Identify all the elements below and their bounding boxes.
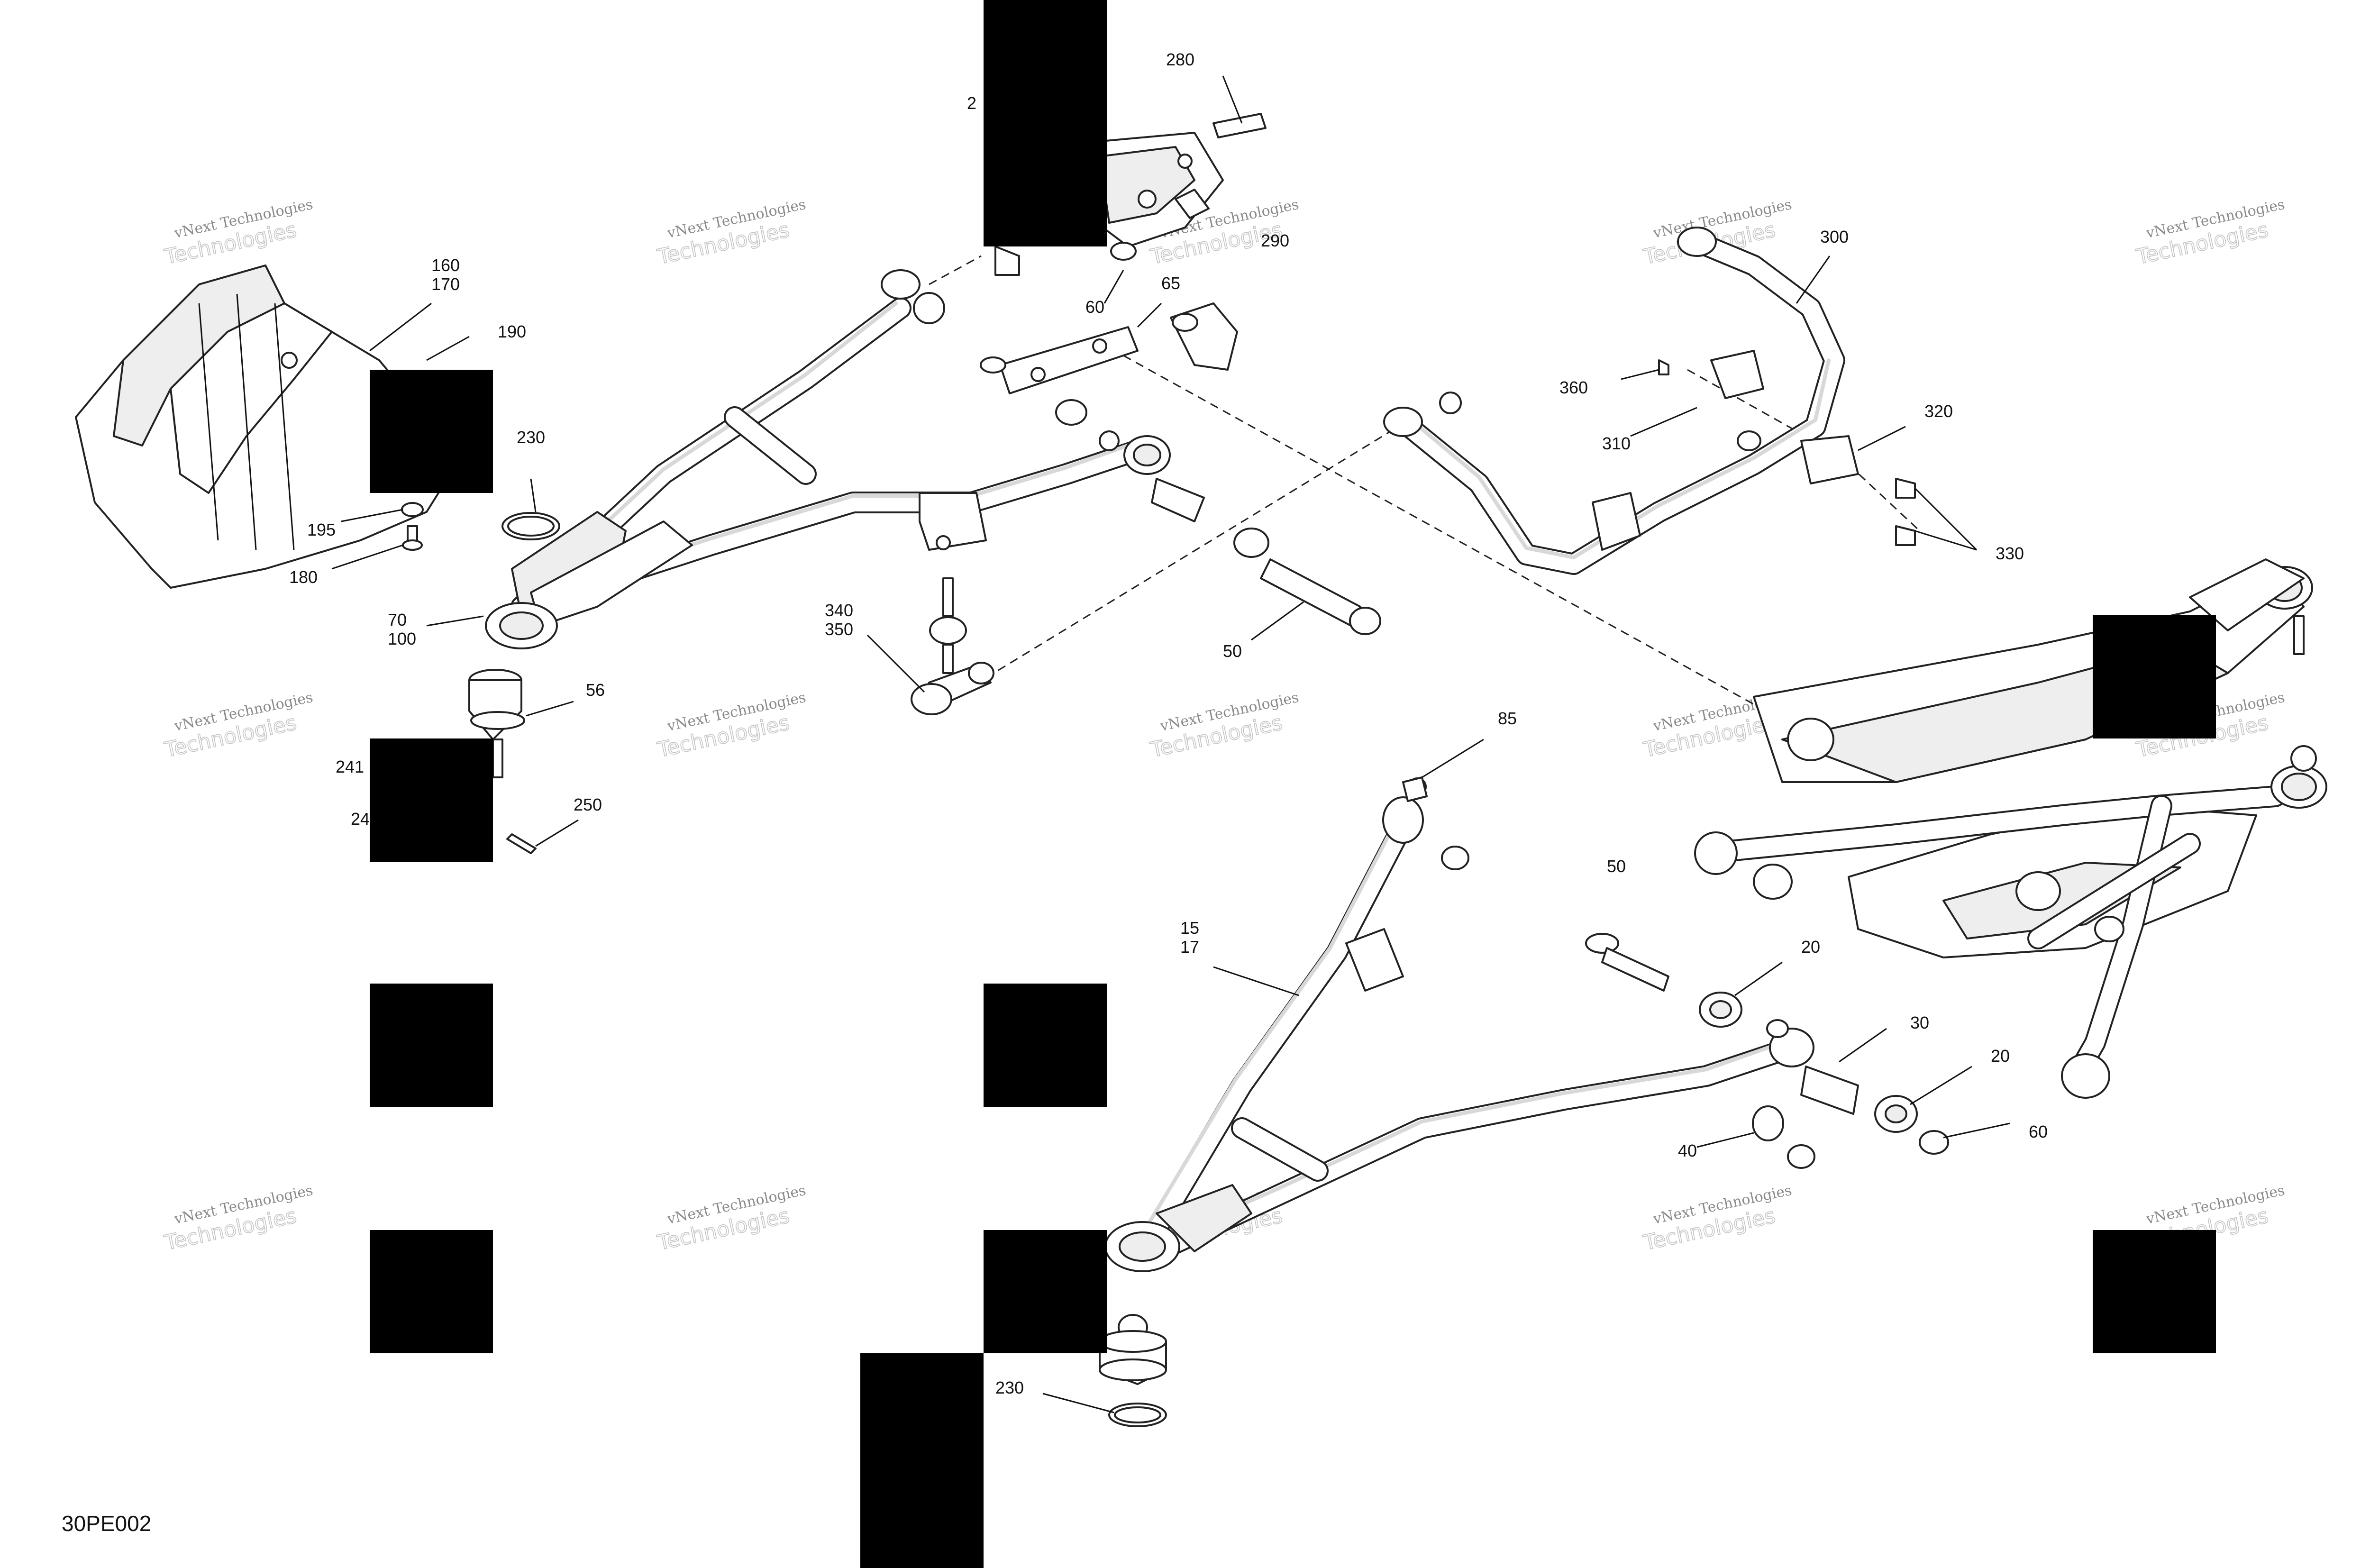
cotter-pin xyxy=(506,833,537,854)
callout-50-bottom: 50 xyxy=(1607,857,1626,876)
callout-24: 24 xyxy=(351,809,370,829)
callout-330: 330 xyxy=(1996,544,2024,563)
callout-60-top: 60 xyxy=(1085,297,1104,317)
callout-56: 56 xyxy=(586,680,605,700)
callout-310: 310 xyxy=(1602,434,1631,453)
callout-2: 2 xyxy=(967,93,976,113)
drawing-id: 30PE002 xyxy=(62,1511,151,1536)
upper-ball-joint xyxy=(468,669,525,778)
callout-65: 65 xyxy=(1161,273,1180,293)
callout-250: 250 xyxy=(574,795,602,814)
callout-320: 320 xyxy=(1924,401,1953,421)
upper-brackets xyxy=(980,113,1267,426)
callout-195: 195 xyxy=(307,520,336,539)
callout-20-lower: 20 xyxy=(1991,1046,2010,1066)
lower-a-arm xyxy=(1104,777,1814,1272)
callout-280: 280 xyxy=(1166,50,1194,69)
callout-300: 300 xyxy=(1820,227,1849,246)
assembly-dashed-lines xyxy=(929,255,1921,726)
callout-230-top: 230 xyxy=(517,428,545,447)
callout-190: 190 xyxy=(498,322,526,341)
lower-bushings-and-bolts xyxy=(1402,776,1949,1169)
callout-360: 360 xyxy=(1559,378,1588,397)
callout-85: 85 xyxy=(1498,709,1517,728)
assembled-suspension-view xyxy=(1694,558,2327,1099)
stabilizer-link xyxy=(911,577,994,715)
redaction-block xyxy=(984,1230,1107,1353)
lower-ball-joint xyxy=(1099,1314,1167,1385)
redaction-block xyxy=(984,0,1107,246)
washer-and-bolt xyxy=(401,502,424,551)
redaction-block xyxy=(370,984,493,1107)
redaction-block xyxy=(2093,615,2216,738)
callout-40: 40 xyxy=(1678,1141,1697,1160)
callout-230-bottom: 230 xyxy=(995,1378,1024,1397)
front-skid-plate xyxy=(75,264,451,589)
callout-leaders xyxy=(331,75,2010,1413)
redaction-block xyxy=(2093,1230,2216,1353)
redaction-block xyxy=(860,1353,984,1568)
redaction-block xyxy=(370,1230,493,1353)
callout-20-upper: 20 xyxy=(1801,937,1820,957)
redaction-block xyxy=(370,370,493,493)
callout-30: 30 xyxy=(1910,1013,1929,1032)
sway-bar xyxy=(1383,227,1916,575)
callout-50-top: 50 xyxy=(1223,641,1242,661)
callout-241: 241 xyxy=(336,757,364,776)
upper-bushing-and-bolt xyxy=(1151,478,1381,635)
redaction-blocks xyxy=(370,0,2216,1568)
callout-180: 180 xyxy=(289,567,318,587)
callout-290: 290 xyxy=(1261,231,1289,250)
callout-60-bottom: 60 xyxy=(2029,1122,2048,1141)
redaction-block xyxy=(984,984,1107,1107)
upper-a-arm xyxy=(485,269,1171,649)
redaction-block xyxy=(370,738,493,862)
